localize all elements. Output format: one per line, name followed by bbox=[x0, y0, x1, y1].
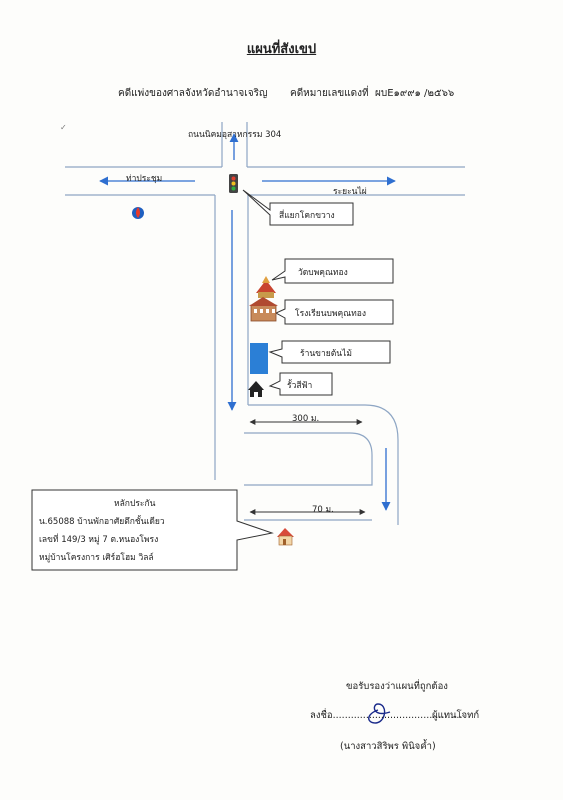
page-title: แผนที่สังเขป bbox=[246, 42, 317, 57]
home-icon bbox=[248, 381, 264, 397]
signature-line: ลงชื่อ..................................… bbox=[310, 710, 463, 721]
signature-scribble bbox=[368, 703, 391, 724]
road-label-north: ถนนนิคมอุสาหกรรม 304 bbox=[188, 130, 282, 140]
case-number-line: คดีหมายเลขแดงที่ ผบE๑๙๙๑ /๒๕๖๖ bbox=[290, 86, 454, 101]
certification-statement: ขอรับรองว่าแผนที่ถูกต้อง bbox=[346, 681, 448, 692]
collateral-line-3: หมู่บ้านโครงการ เศิร์ฮโฮม วิลล์ bbox=[39, 553, 154, 563]
collateral-line-1: น.65088 บ้านพักอาศัยตึกชั้นเดียว bbox=[39, 517, 165, 527]
fence-label: รั้วสีฟ้า bbox=[287, 381, 313, 391]
direction-arrows bbox=[99, 133, 396, 511]
temple-label: วัดบพคุณทอง bbox=[298, 268, 348, 278]
pen-mark: ✓ bbox=[60, 123, 67, 132]
shop-label: ร้านขายต้นไม้ bbox=[300, 349, 352, 359]
intersection-label: สี่แยกโคกขวาง bbox=[279, 211, 335, 221]
court-name: คดีแพ่งของศาลจังหวัดอำนาจเจริญ bbox=[118, 88, 268, 99]
callout-collateral bbox=[31, 489, 274, 571]
gas-station-icon bbox=[132, 207, 144, 219]
callout-fence bbox=[268, 372, 333, 396]
case-number-label: คดีหมายเลขแดงที่ bbox=[290, 88, 369, 99]
temple-icon bbox=[256, 276, 276, 298]
callout-intersection bbox=[242, 189, 354, 226]
signer-role: ผู้แทนโจทก์ bbox=[432, 710, 480, 721]
distance-label-70: 70 ม. bbox=[312, 505, 334, 515]
road-label-east: ระยะนไผ่ bbox=[333, 187, 367, 197]
collateral-heading: หลักประกัน bbox=[114, 499, 156, 509]
road-label-west: ท่าประชุม bbox=[126, 174, 163, 184]
callout-school bbox=[274, 299, 394, 325]
school-icon bbox=[249, 297, 278, 322]
signer-name: (นางสาวสิริพร พินิจค้ำ) bbox=[340, 741, 436, 752]
distance-label-300: 300 ม. bbox=[292, 414, 320, 424]
school-label: โรงเรียนบพคุณทอง bbox=[295, 309, 366, 319]
collateral-line-2: เลขที่ 149/3 หมู่ 7 ต.หนองโพรง bbox=[39, 535, 159, 545]
traffic-light-icon bbox=[229, 174, 238, 193]
shop-marker bbox=[250, 343, 268, 374]
callout-temple bbox=[271, 258, 394, 284]
case-number-value: ผบE๑๙๙๑ /๒๕๖๖ bbox=[375, 88, 455, 99]
collateral-box: หลักประกัน น.65088 บ้านพักอาศัยตึกชั้นเด… bbox=[32, 490, 237, 570]
road-outlines bbox=[65, 122, 465, 525]
callout-shop bbox=[268, 340, 391, 364]
house-icon bbox=[277, 528, 294, 546]
